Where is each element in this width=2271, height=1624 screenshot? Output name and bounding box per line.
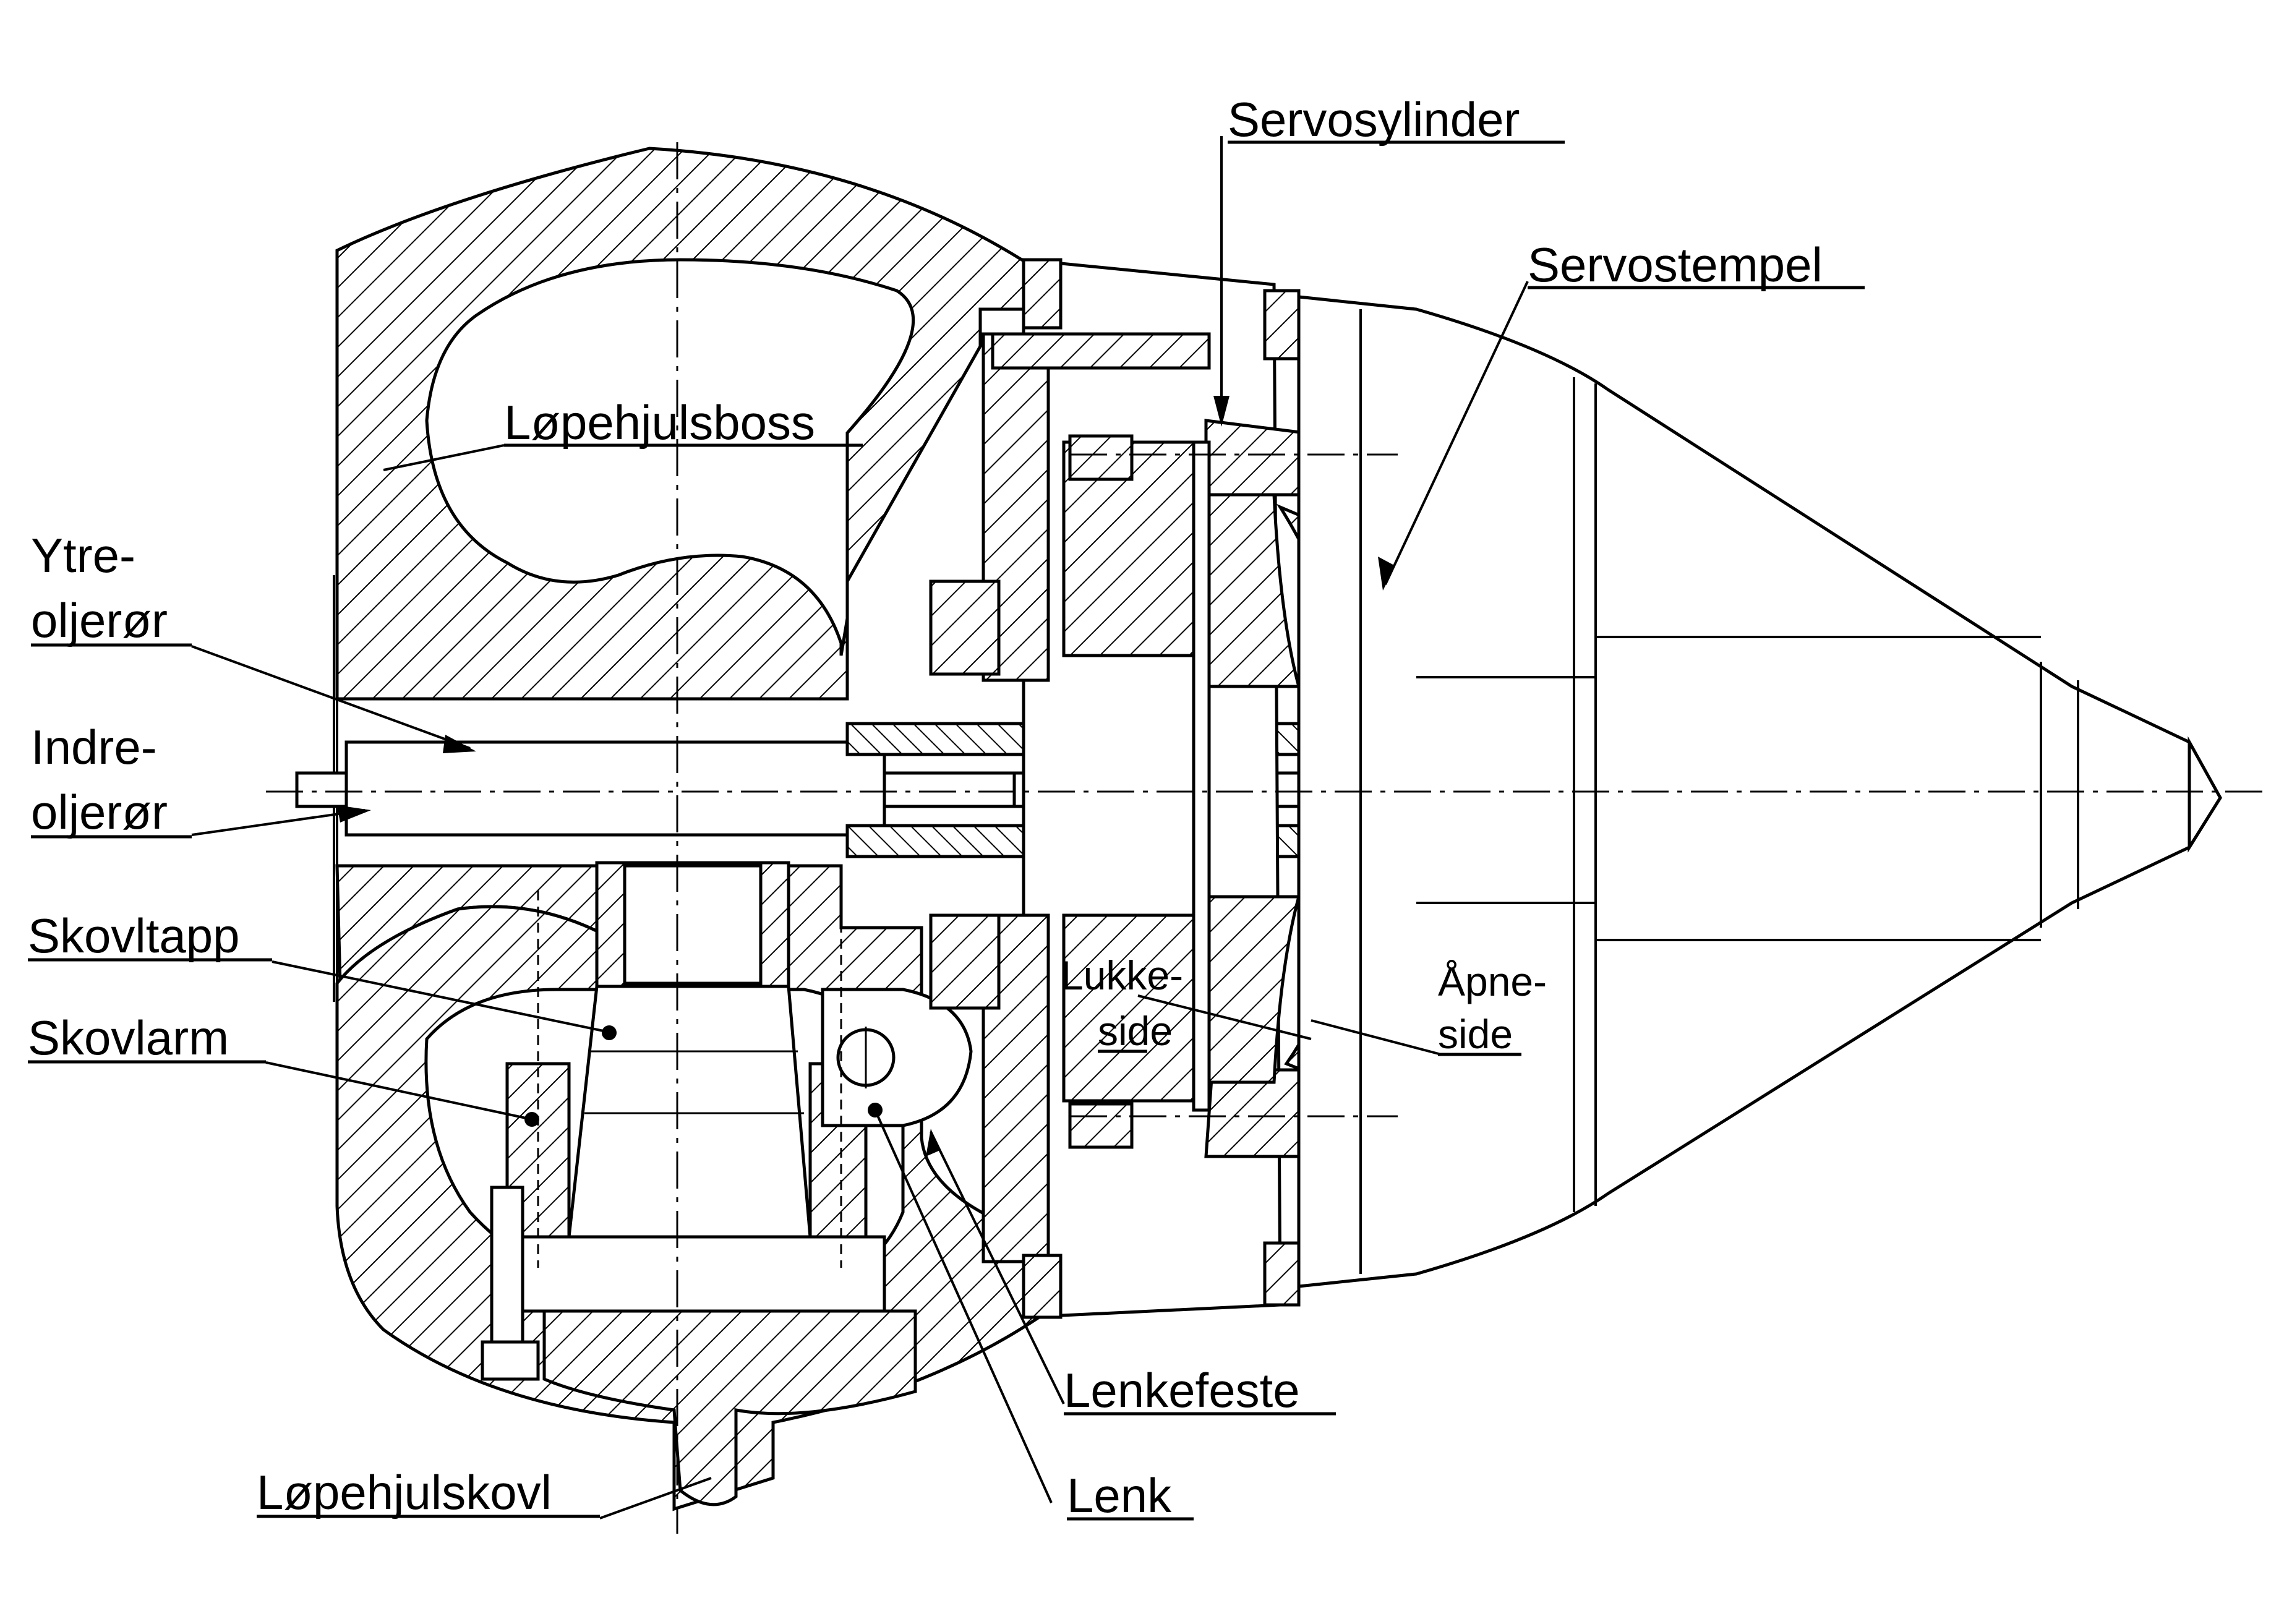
label-lukke-2: side	[1098, 1008, 1173, 1054]
label-lenk: Lenk	[1067, 1468, 1172, 1523]
blade-arm-and-link	[524, 988, 973, 1127]
label-lukke-1: Lukke-	[1061, 952, 1183, 998]
label-apne-1: Åpne-	[1438, 959, 1547, 1004]
leader-lines	[191, 136, 1529, 1519]
label-servostempel: Servostempel	[1528, 237, 1823, 292]
label-servosylinder: Servosylinder	[1228, 92, 1520, 147]
blade-trunnion	[481, 861, 917, 1506]
label-ytre-1: Ytre-	[31, 528, 135, 583]
label-indre-1: Indre-	[31, 720, 157, 774]
labels: Servosylinder Servostempel Løpehjulsboss…	[28, 92, 1865, 1523]
label-lenkefeste: Lenkefeste	[1064, 1363, 1300, 1417]
label-lopehjulsboss: Løpehjulsboss	[504, 395, 815, 450]
label-lopehjulskovl: Løpehjulskovl	[257, 1465, 552, 1519]
label-apne-2: side	[1438, 1011, 1513, 1057]
label-skovltapp: Skovltapp	[28, 908, 240, 963]
label-skovlarm: Skovlarm	[28, 1011, 229, 1065]
label-indre-2: oljerør	[31, 785, 168, 839]
center-lines	[266, 142, 2271, 1534]
label-ytre-2: oljerør	[31, 593, 168, 647]
